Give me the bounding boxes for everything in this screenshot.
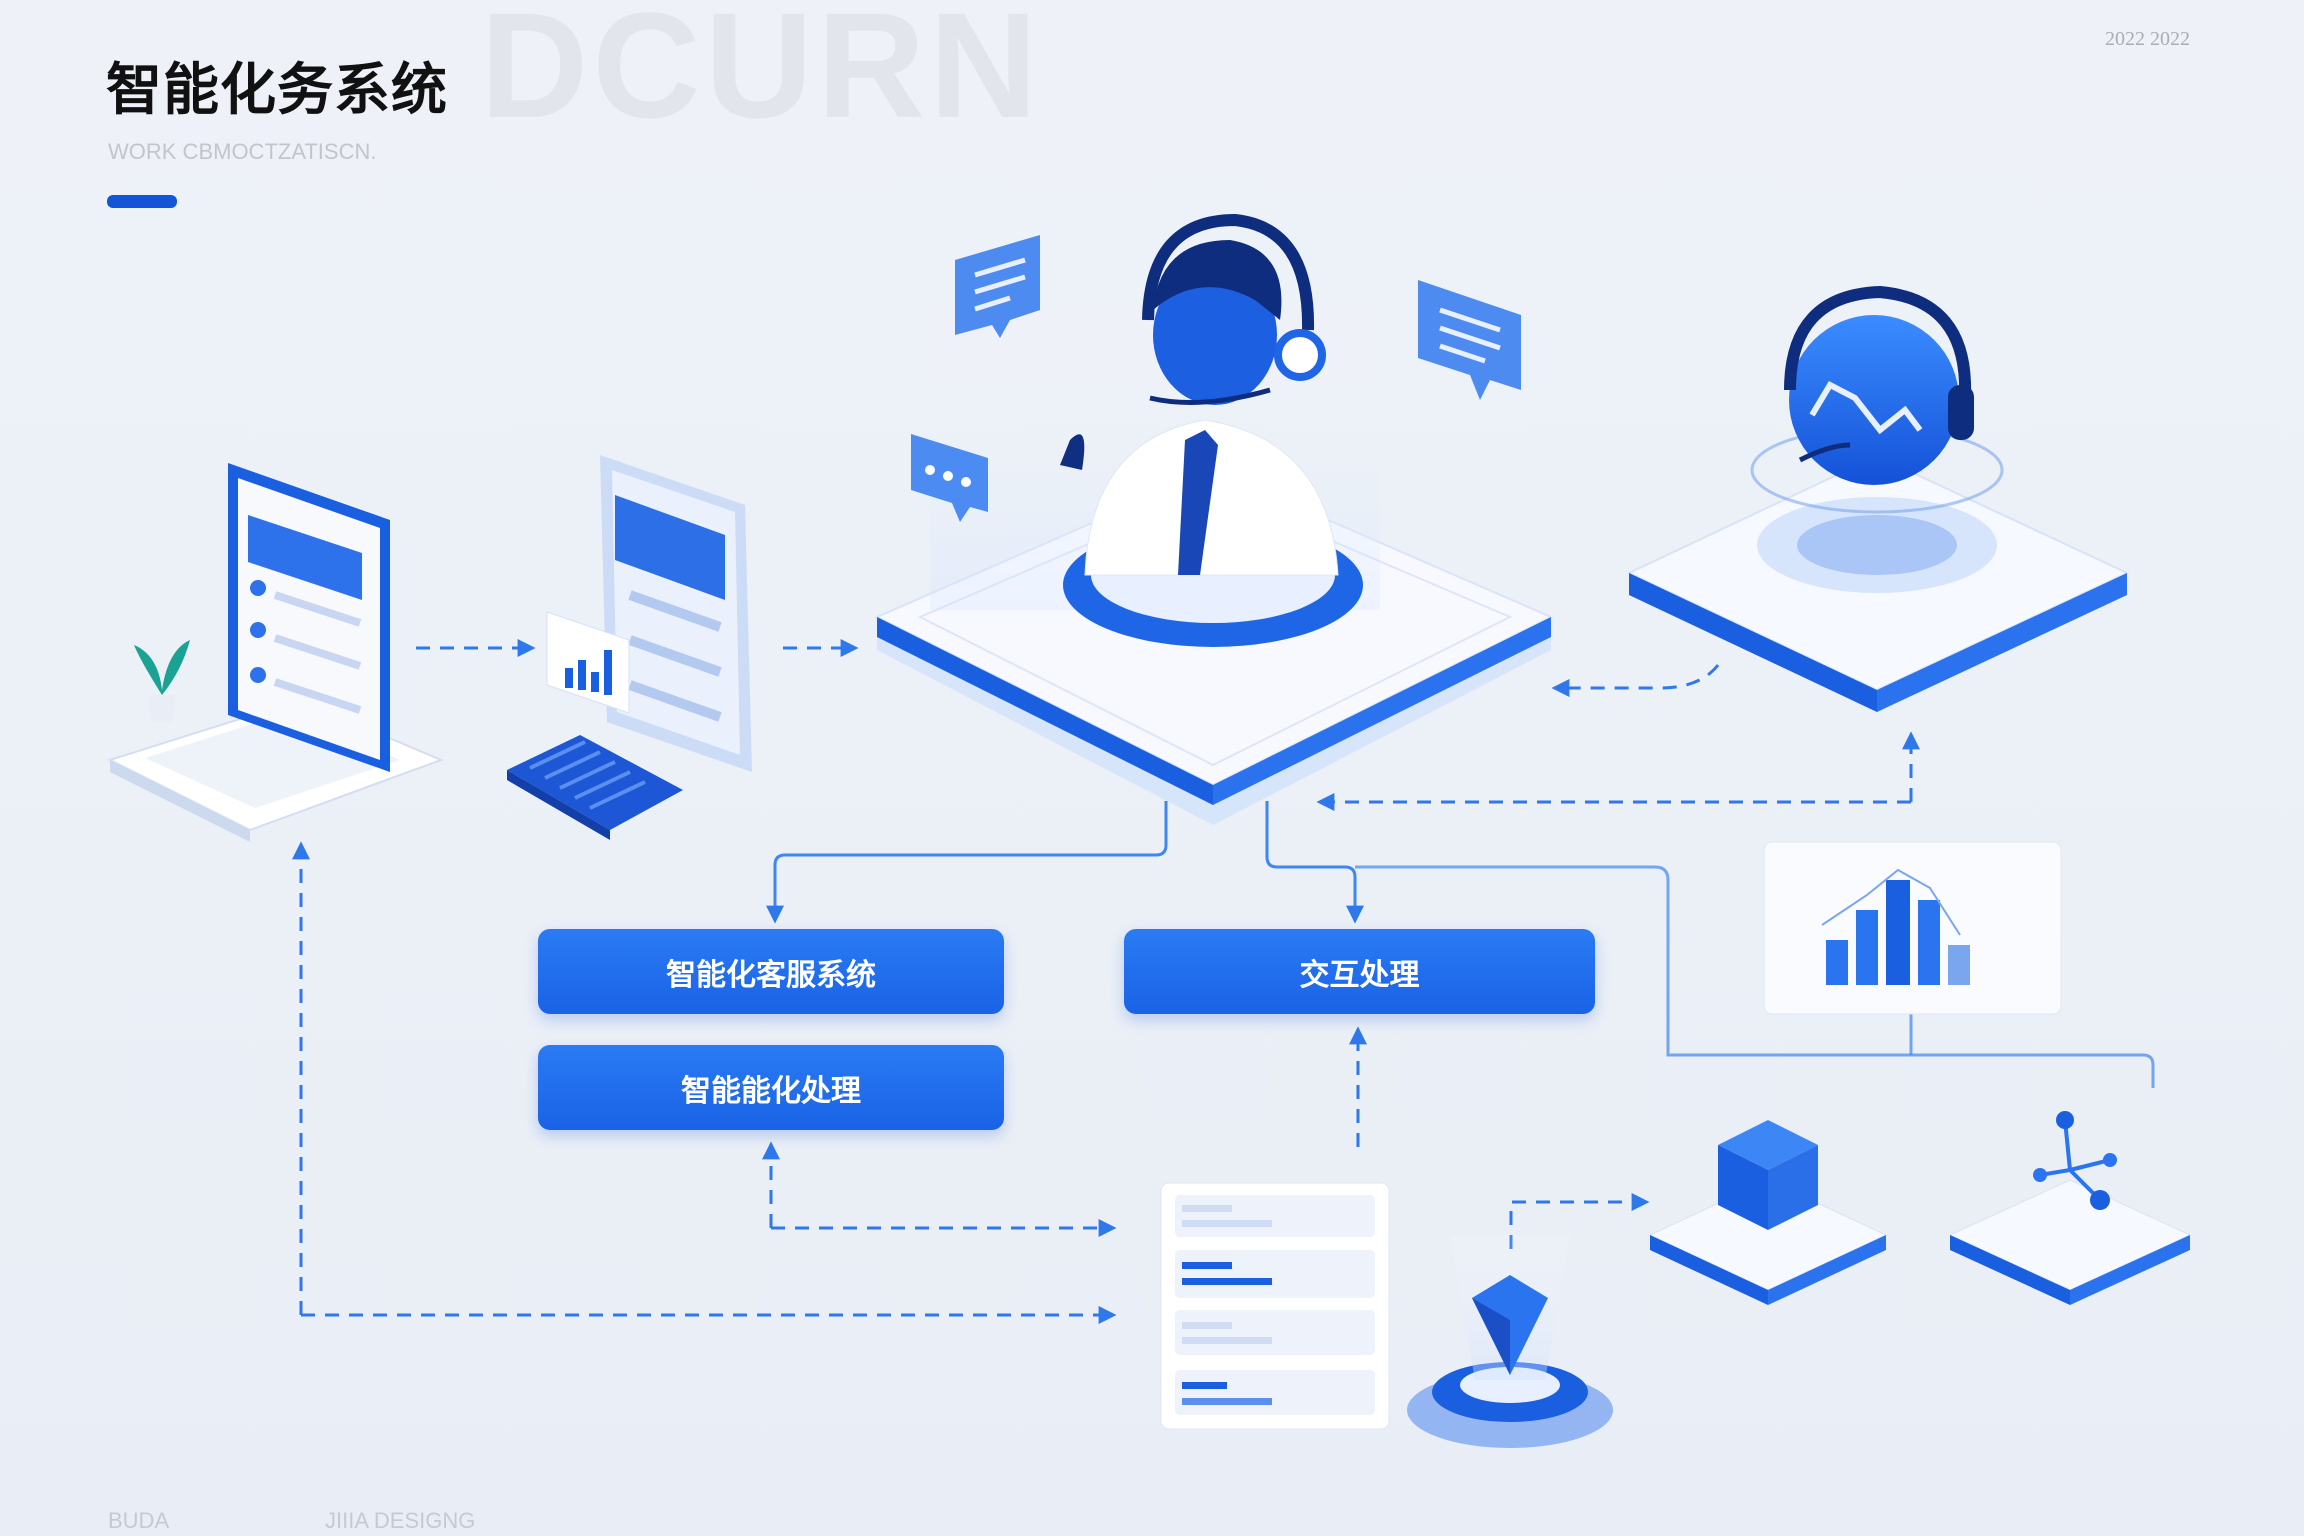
- headset-globe-icon: [1784, 285, 1974, 485]
- page-title: 智能化务系统: [106, 58, 448, 123]
- interaction-processing-box[interactable]: 交互处理: [1124, 929, 1595, 1014]
- ai-globe-platform: [1626, 426, 2130, 712]
- dashed-connectors: [292, 639, 1920, 1324]
- intelligent-processing-box[interactable]: 智能能化处理: [538, 1045, 1004, 1130]
- title-accent-bar: [107, 195, 177, 208]
- background-watermark: DCURN: [480, 0, 1042, 149]
- chat-bubble-icon: [955, 235, 1040, 338]
- security-shield-icon: [1407, 1235, 1613, 1448]
- typing-bubble-icon: [911, 434, 988, 522]
- solid-connectors: [766, 801, 2155, 1088]
- page-subtitle: WORK CBMOCTZATISCN.: [108, 139, 377, 164]
- year-label: 2022 2022: [2105, 28, 2190, 50]
- plant-icon: [134, 640, 190, 722]
- analytics-chart-card: [1763, 841, 2062, 1015]
- document-list-panel: [1160, 1182, 1390, 1430]
- tablet-illustration: [600, 455, 752, 772]
- keyboard-icon: [507, 735, 683, 840]
- customer-service-system-box[interactable]: 智能化客服系统: [538, 929, 1004, 1014]
- arrow-right-to-hub: [1551, 664, 1720, 697]
- chat-bubble-icon: [1418, 280, 1521, 400]
- data-cube-platform: [1648, 1120, 1888, 1305]
- network-node-platform: [1948, 1111, 2192, 1305]
- footer-left-text: BUDA: [108, 1508, 170, 1533]
- support-agent-avatar: [1060, 213, 1339, 576]
- laptop-illustration: [107, 463, 444, 842]
- bar-chart-card-small: [546, 611, 630, 714]
- footer-right-text: JIIIA DESIGNG: [325, 1508, 476, 1533]
